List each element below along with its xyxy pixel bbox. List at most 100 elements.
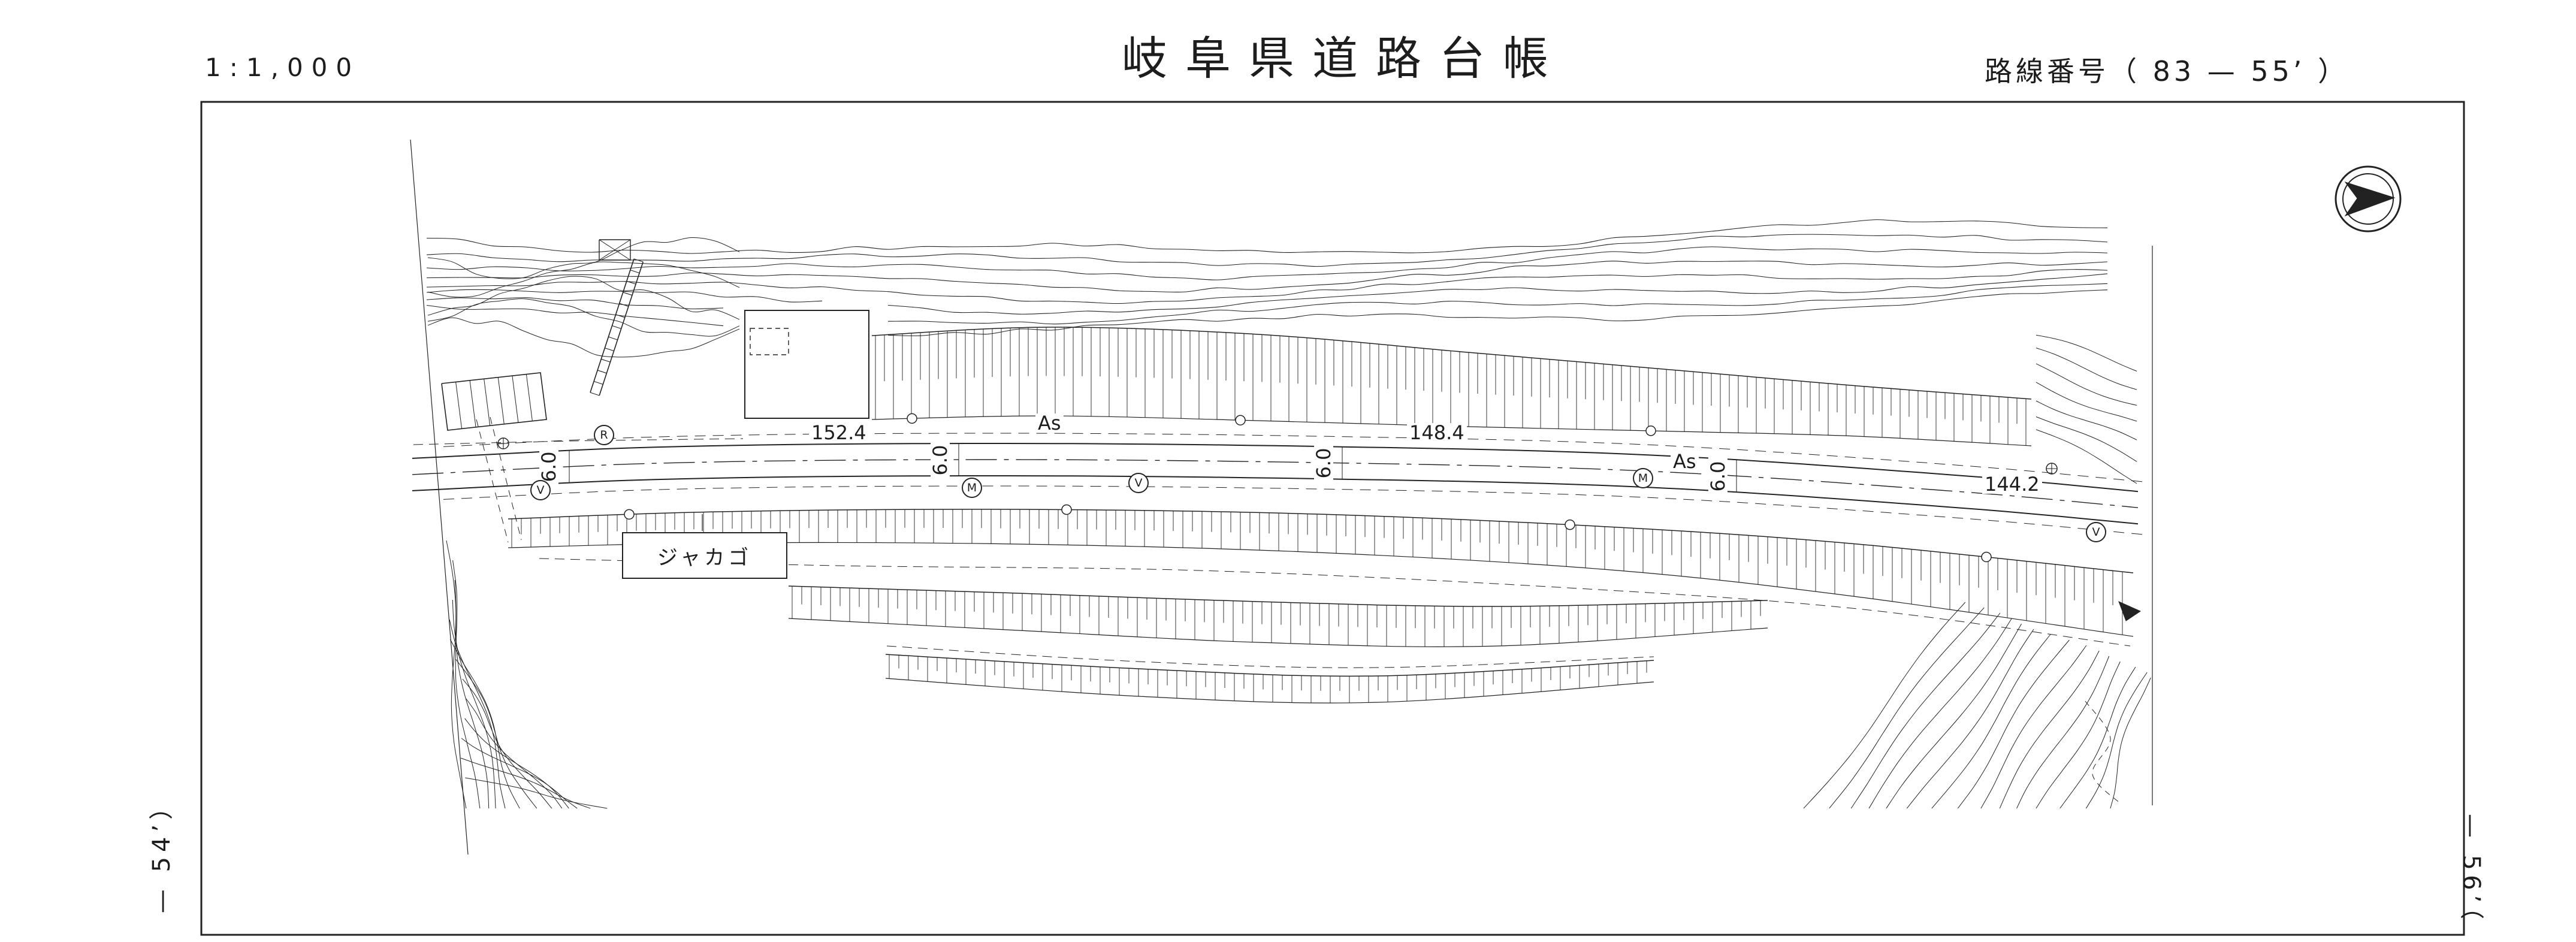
contour-line [2036,363,2137,406]
segment-length-label: 148.4 [1407,423,1467,442]
scale-label: 1:1,000 [205,53,361,82]
road-symbol: V [530,480,551,500]
contour-line [2059,666,2136,809]
contour-line [427,261,740,298]
stairs-rung [605,348,614,352]
pylon-icon [599,239,631,261]
sheet-title: 岐阜県道路台帳 [1122,32,1566,85]
contour-line [446,540,467,809]
contour-line [1980,645,2087,809]
survey-point [907,413,917,424]
plan-linework [200,101,2465,936]
building-outline [744,310,869,419]
contour-line [427,298,740,337]
contour-line [464,718,569,809]
contour-line [2036,661,2121,809]
contour-line [1957,639,2070,809]
wall-hatch [512,376,519,423]
segment-length-label: 152.4 [809,423,869,442]
pavement-type-label: As [1035,413,1064,433]
road-edge [412,443,2139,493]
survey-point [1565,519,1575,530]
wall-hatch [455,382,463,429]
lower-slope-band [885,654,1654,677]
wall-hatch [469,380,476,427]
contour-line [1803,602,1966,809]
pavement-type-label: As [1671,452,1699,471]
road-width-label: 6.0 [1312,442,1335,485]
contour-line [2036,382,2137,422]
contour-line [452,599,496,809]
contour-line [427,276,740,320]
road-symbol-letter: V [1134,476,1143,490]
road-symbol: M [1633,468,1653,488]
contour-line [426,289,823,303]
road-edge [412,475,2139,525]
stairs-rung [619,303,629,307]
contour-line [1868,618,2012,809]
building-annex-dashed [750,328,789,355]
contour-line [426,246,2108,280]
boundary-dashed [886,645,1654,668]
contour-line [887,283,2108,325]
match-line [410,139,469,855]
road-symbol-letter: V [536,484,545,497]
crossing-dashed [476,419,509,543]
lower-slope-band [788,618,1768,647]
stairs-rung [612,325,621,330]
contour-line [449,639,520,809]
wall-hatch [497,377,505,424]
wall-hatch [526,374,533,421]
contour-line [1886,623,2022,809]
contour-line [460,757,591,809]
lower-slope-band [788,585,1768,607]
upper-slope-band [871,327,2032,400]
north-arrow-icon [2342,173,2394,225]
road-width-label: 6.0 [1707,455,1729,498]
road-width-label: 6.0 [929,439,952,482]
road-symbol: V [2086,522,2106,542]
contour-line [426,269,2108,304]
road-centerline [412,459,2139,508]
contour-line [462,678,552,809]
contour-line [1999,650,2100,809]
survey-point [1235,415,1246,425]
road-symbol-letter: V [2092,526,2100,539]
contour-line [426,304,724,327]
contour-line [426,234,2108,267]
contour-line [2036,400,2137,440]
road-symbol: R [594,425,614,445]
contour-line [427,237,740,279]
segment-length-label: 144.2 [1982,475,2042,494]
stairs-rung [593,381,603,385]
stairs-rung [615,314,625,318]
contour-line [426,297,724,310]
road-symbol: M [962,478,982,498]
lower-slope-band [885,678,1654,704]
contour-line [2110,677,2151,809]
flag-marker [2118,601,2142,621]
wall-outline [441,372,547,431]
contour-line [1850,612,2001,809]
contour-line [454,579,490,809]
boundary-dashed [2085,701,2122,805]
north-arrow-icon [2344,182,2396,217]
stairs-rung [597,370,607,374]
stairs-rung [601,358,611,363]
wall-hatch [484,379,491,426]
boundary-dashed [413,438,744,445]
contour-line [466,698,563,809]
contour-line [452,560,481,809]
stairs-rung [633,258,644,262]
contour-line [449,619,506,809]
contour-line [427,317,740,358]
survey-point [1645,425,1656,436]
left-sheet-ref: — 54’） [148,790,176,914]
contour-line [465,777,608,809]
boundary-dashed [539,558,2131,647]
stairs-rung [590,392,600,396]
contour-line [2036,429,2137,484]
contour-line [1931,634,2051,809]
